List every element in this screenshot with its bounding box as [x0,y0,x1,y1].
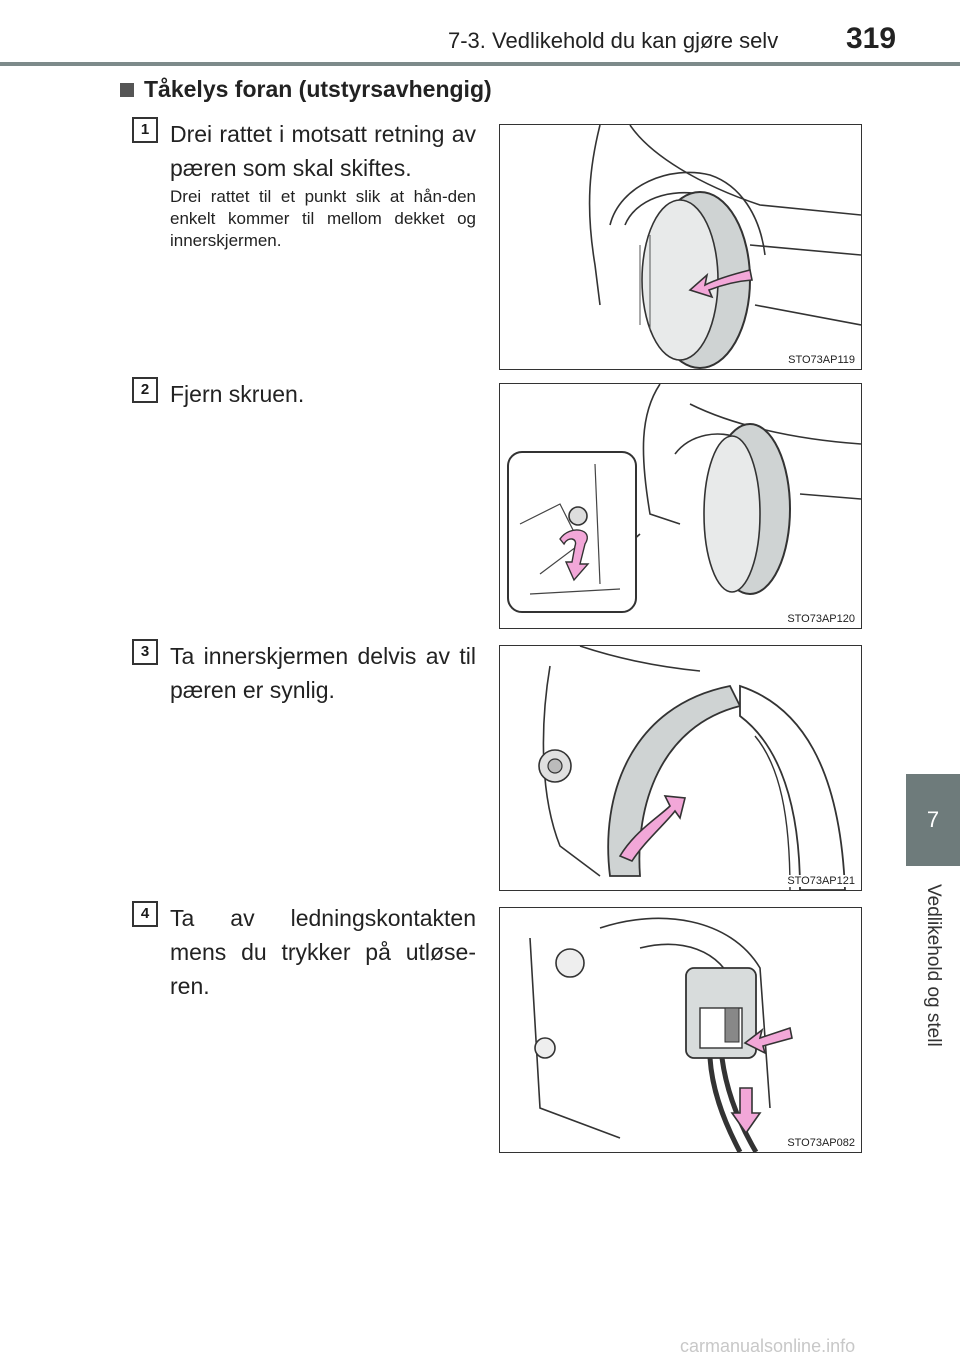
fender-liner-illustration-icon [538,646,846,890]
header-rule [0,62,960,66]
figure-3: STO73AP121 [499,645,862,891]
chapter-label-text: Vedlikehold og stell [923,883,944,1047]
step-note-1: Drei rattet til et punkt slik at hån-den… [170,187,476,250]
chapter-tab: 7 [906,774,960,866]
page-number: 319 [846,22,897,55]
figure-2: STO73AP120 [499,383,862,629]
section-title: 7-3. Vedlikehold du kan gjøre selv [448,28,779,53]
figure-code-1: STO73AP119 [786,354,857,366]
section-heading-text: Tåkelys foran (utstyrsavhengig) [144,76,492,102]
figure-code-3: STO73AP121 [785,875,857,887]
figure-1: STO73AP119 [499,124,862,370]
step-number-1: 1 [132,117,158,143]
step-number-3: 3 [132,639,158,665]
step-number-4: 4 [132,901,158,927]
step-text-4: Ta av ledningskontakten mens du trykker … [170,905,476,999]
wheel-turn-illustration-icon [588,125,861,369]
figure-4: STO73AP082 [499,907,862,1153]
connector-release-illustration-icon [529,917,793,1152]
chapter-label: Vedlikehold og stell [906,870,960,1060]
page-header: 7-3. Vedlikehold du kan gjøre selv 319 [0,0,960,66]
step-text-1: Drei rattet i motsatt retning av pæren s… [170,121,476,181]
section-heading: Tåkelys foran (utstyrsavhengig) [120,76,492,103]
step-number-2: 2 [132,377,158,403]
figure-code-2: STO73AP120 [785,613,857,625]
step-text-2: Fjern skruen. [170,381,305,407]
watermark: carmanualsonline.info [680,1336,856,1356]
screw-removal-illustration-icon [507,384,861,613]
square-bullet-icon [120,82,134,97]
step-text-3: Ta innerskjermen delvis av til pæren er … [170,643,476,703]
figure-code-4: STO73AP082 [785,1137,857,1149]
